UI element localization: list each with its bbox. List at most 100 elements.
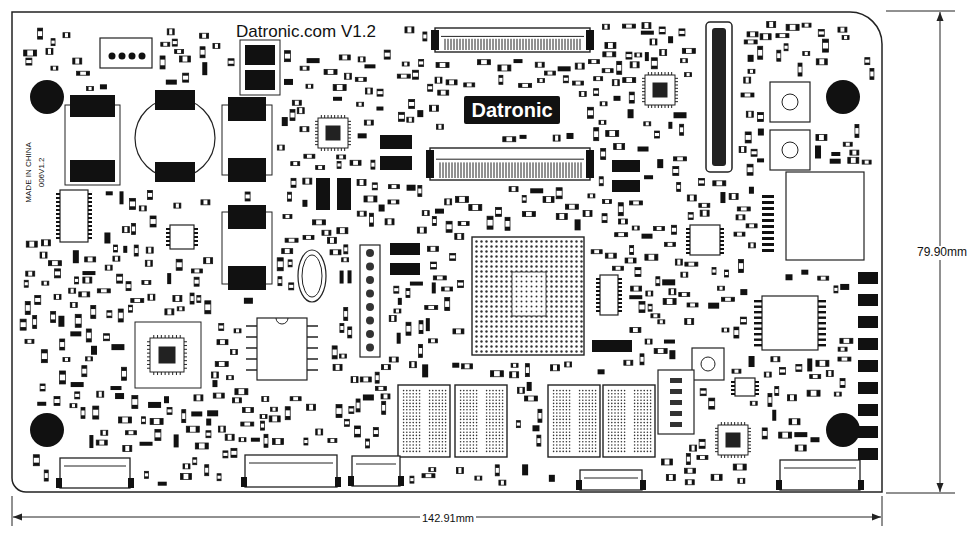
- memory-ball: [442, 447, 444, 449]
- fpc-pin: [581, 162, 582, 178]
- fpc-pin: [493, 39, 494, 50]
- chip-pin: [315, 128, 318, 129]
- bga-ball: [500, 250, 502, 252]
- memory-ball: [499, 399, 501, 401]
- fpc-pin: [544, 39, 545, 50]
- chip-pin: [731, 393, 735, 395]
- memory-ball: [502, 444, 504, 446]
- bga-ball: [526, 311, 528, 313]
- bga-ball: [550, 300, 552, 302]
- memory-ball: [495, 438, 497, 440]
- memory-ball: [495, 444, 497, 446]
- bga-ball: [520, 260, 522, 262]
- memory-ball: [466, 396, 468, 398]
- memory-ball: [435, 403, 437, 405]
- memory-ball: [499, 441, 501, 443]
- memory-ball: [419, 390, 421, 392]
- bga-ball: [520, 350, 522, 352]
- memory-ball: [553, 431, 555, 433]
- bga-ball: [475, 275, 477, 277]
- qfp-chip: [318, 118, 348, 148]
- memory-ball: [432, 403, 434, 405]
- bga-ball: [520, 340, 522, 342]
- memory-ball: [559, 425, 561, 427]
- bga-ball: [555, 345, 557, 347]
- memory-ball: [466, 435, 468, 437]
- bga-ball: [500, 245, 502, 247]
- fpc-pin: [446, 162, 447, 178]
- chip-pin: [818, 306, 826, 308]
- memory-ball: [419, 438, 421, 440]
- chip-pad: [653, 83, 668, 98]
- chip-pin: [675, 88, 678, 89]
- chip-pin: [338, 115, 339, 118]
- fpc-pin: [578, 162, 579, 178]
- memory-ball: [643, 428, 645, 430]
- memory-ball: [499, 393, 501, 395]
- bga-ball: [560, 240, 562, 242]
- memory-ball: [495, 396, 497, 398]
- memory-ball: [647, 403, 649, 405]
- memory-ball: [403, 403, 405, 405]
- memory-ball: [634, 396, 636, 398]
- memory-ball: [624, 396, 626, 398]
- memory-ball: [650, 438, 652, 440]
- smd-part: [612, 160, 640, 172]
- memory-ball: [608, 390, 610, 392]
- memory-ball: [463, 438, 465, 440]
- bga-ball: [545, 245, 547, 247]
- memory-ball: [614, 396, 616, 398]
- memory-ball: [595, 441, 597, 443]
- memory-ball: [643, 406, 645, 408]
- memory-ball: [438, 406, 440, 408]
- bga-ball: [500, 340, 502, 342]
- memory-ball: [559, 406, 561, 408]
- memory-ball: [495, 422, 497, 424]
- bga-ball: [570, 320, 572, 322]
- memory-ball: [608, 409, 610, 411]
- memory-ball: [460, 425, 462, 427]
- memory-ball: [559, 438, 561, 440]
- bga-ball: [535, 255, 537, 257]
- memory-ball: [409, 438, 411, 440]
- chip-pin: [596, 298, 600, 300]
- memory-ball: [406, 403, 408, 405]
- memory-ball: [438, 438, 440, 440]
- memory-ball: [486, 409, 488, 411]
- bga-ball: [505, 275, 507, 277]
- memory-ball: [432, 393, 434, 395]
- memory-ball: [476, 396, 478, 398]
- memory-ball: [588, 422, 590, 424]
- memory-ball: [416, 428, 418, 430]
- memory-ball: [432, 428, 434, 430]
- bga-ball: [485, 310, 487, 312]
- memory-ball: [553, 390, 555, 392]
- chip-pin: [331, 115, 332, 118]
- memory-ball: [476, 451, 478, 453]
- chip-pin: [328, 115, 329, 118]
- bga-ball: [565, 265, 567, 267]
- chip-pin: [166, 232, 170, 234]
- fpc-connector: [435, 28, 590, 52]
- bga-ball: [480, 275, 482, 277]
- memory-ball: [640, 415, 642, 417]
- memory-ball: [473, 422, 475, 424]
- bga-ball: [536, 306, 538, 308]
- memory-ball: [650, 399, 652, 401]
- memory-ball: [419, 435, 421, 437]
- memory-ball: [592, 419, 594, 421]
- chip-pin: [734, 422, 735, 425]
- bga-ball: [500, 290, 502, 292]
- bga-ball: [475, 345, 477, 347]
- inductor-pad: [155, 162, 195, 182]
- mounting-hole: [826, 413, 860, 447]
- fpc-pin: [556, 39, 557, 50]
- fpc-pin: [533, 162, 534, 178]
- memory-ball: [432, 435, 434, 437]
- memory-ball: [582, 428, 584, 430]
- memory-ball: [569, 403, 571, 405]
- fpc-pin: [562, 39, 563, 50]
- memory-ball: [566, 451, 568, 453]
- memory-ball: [585, 390, 587, 392]
- memory-ball: [562, 435, 564, 437]
